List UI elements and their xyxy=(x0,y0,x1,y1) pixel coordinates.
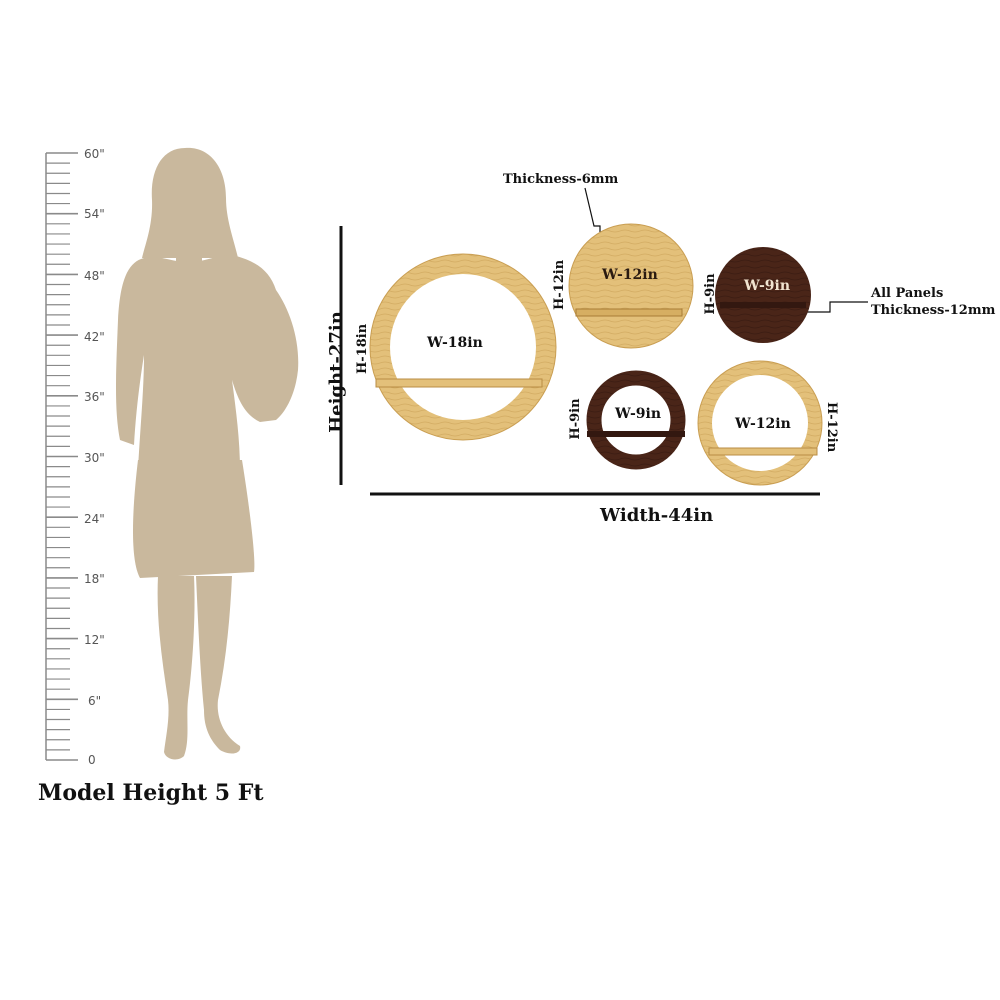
model-height-caption: Model Height 5 Ft xyxy=(38,780,264,806)
scale-label-12: 12" xyxy=(84,633,105,647)
ring-9-width-label: W-9in xyxy=(615,406,662,422)
scale-label-54: 54" xyxy=(84,207,105,221)
scale-label-18: 18" xyxy=(84,572,105,586)
large-ring-height-label: H-18in xyxy=(355,323,370,374)
disc-9-shelf-board xyxy=(720,302,806,308)
scale-label-24: 24" xyxy=(84,512,105,526)
scale-label-42: 42" xyxy=(84,330,105,344)
thickness-6mm-note: Thickness-6mm xyxy=(503,172,619,187)
overall-width-label: Width-44in xyxy=(600,505,714,526)
scale-label-36: 36" xyxy=(84,390,105,404)
disc-12-shelf xyxy=(568,223,694,349)
disc-12-width-label: W-12in xyxy=(602,267,658,283)
all-panels-leader xyxy=(800,301,868,313)
scale-label-0: 0 xyxy=(88,753,96,767)
disc-9-shelf xyxy=(715,247,811,343)
large-ring-shelf-board xyxy=(375,378,543,388)
height-scale-ticks xyxy=(45,152,78,761)
all-panels-note-line2: Thickness-12mm xyxy=(871,303,996,318)
large-ring-width-label: W-18in xyxy=(427,335,483,351)
scale-label-30: 30" xyxy=(84,451,105,465)
ring-12-shelf xyxy=(697,360,823,486)
large-ring-shelf xyxy=(369,253,557,441)
scale-label-6: 6" xyxy=(88,694,102,708)
ring-9-height-label: H-9in xyxy=(568,398,583,440)
scale-label-48: 48" xyxy=(84,269,105,283)
disc-12-height-label: H-12in xyxy=(552,259,567,310)
all-panels-note-line1: All Panels xyxy=(871,286,944,301)
scale-label-60: 60" xyxy=(84,147,105,161)
ring-9-shelf xyxy=(586,370,686,470)
ring-12-width-label: W-12in xyxy=(735,416,791,432)
disc-12-shelf-board xyxy=(575,308,683,317)
disc-9-height-label: H-9in xyxy=(703,273,718,315)
disc-9-width-label: W-9in xyxy=(744,278,791,294)
ring-12-height-label: H-12in xyxy=(824,402,839,453)
ring-9-shelf-board xyxy=(587,431,685,437)
thickness-6mm-leader xyxy=(584,187,601,232)
woman-silhouette-icon xyxy=(116,147,299,760)
ring-12-shelf-board xyxy=(708,447,818,456)
